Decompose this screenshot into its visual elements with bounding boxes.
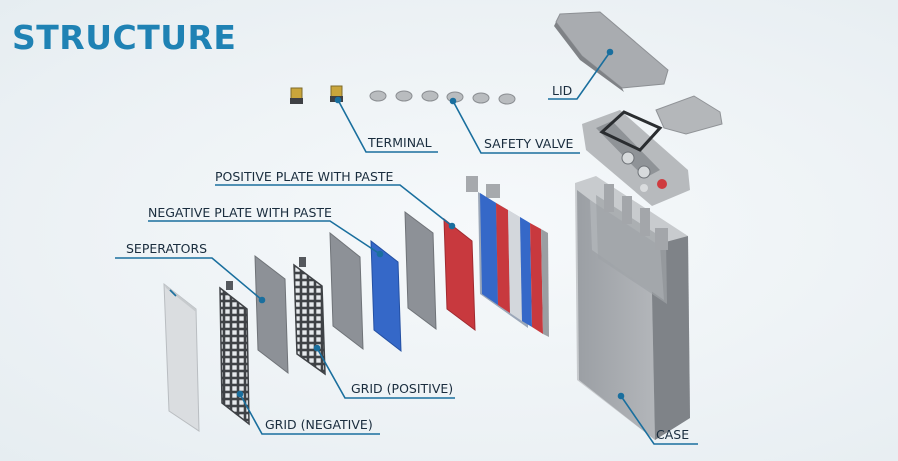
leader-lid <box>548 51 611 100</box>
negative-paste-plate <box>254 254 289 375</box>
battery-case <box>575 176 690 440</box>
inner-cover <box>582 110 690 206</box>
separator-sheet <box>163 282 200 432</box>
leader-case <box>620 395 698 445</box>
leader-safety-valve <box>452 100 580 154</box>
grey-plate-rear <box>404 210 437 331</box>
label-negative-plate: NEGATIVE PLATE WITH PASTE <box>148 205 332 220</box>
lid-side-piece <box>655 95 723 135</box>
page-title: STRUCTURE <box>12 18 237 57</box>
terminal-left <box>290 87 303 104</box>
label-separators: SEPERATORS <box>126 241 208 256</box>
positive-grid <box>293 257 326 376</box>
leader-separator-tick <box>169 289 177 297</box>
leader-grid-negative <box>239 393 380 435</box>
leader-grid-positive <box>316 347 455 399</box>
positive-plate-red <box>443 217 476 332</box>
label-grid-positive: GRID (POSITIVE) <box>351 381 454 396</box>
safety-valves <box>369 90 516 105</box>
leader-terminal <box>337 99 438 153</box>
negative-grid <box>219 281 250 426</box>
leader-negative-plate <box>148 220 381 255</box>
leader-lines <box>115 48 698 445</box>
label-positive-plate: POSITIVE PLATE WITH PASTE <box>215 169 394 184</box>
label-case: CASE <box>656 427 690 442</box>
grey-plate-middle <box>329 231 364 351</box>
leader-separators <box>115 257 263 301</box>
leader-positive-plate <box>215 184 453 227</box>
label-safety-valve: SAFETY VALVE <box>484 136 574 151</box>
label-grid-negative: GRID (NEGATIVE) <box>265 417 373 432</box>
label-terminal: TERMINAL <box>368 135 432 150</box>
label-lid: LID <box>552 83 573 98</box>
plate-stack <box>466 176 549 337</box>
negative-plate-blue <box>370 239 402 353</box>
